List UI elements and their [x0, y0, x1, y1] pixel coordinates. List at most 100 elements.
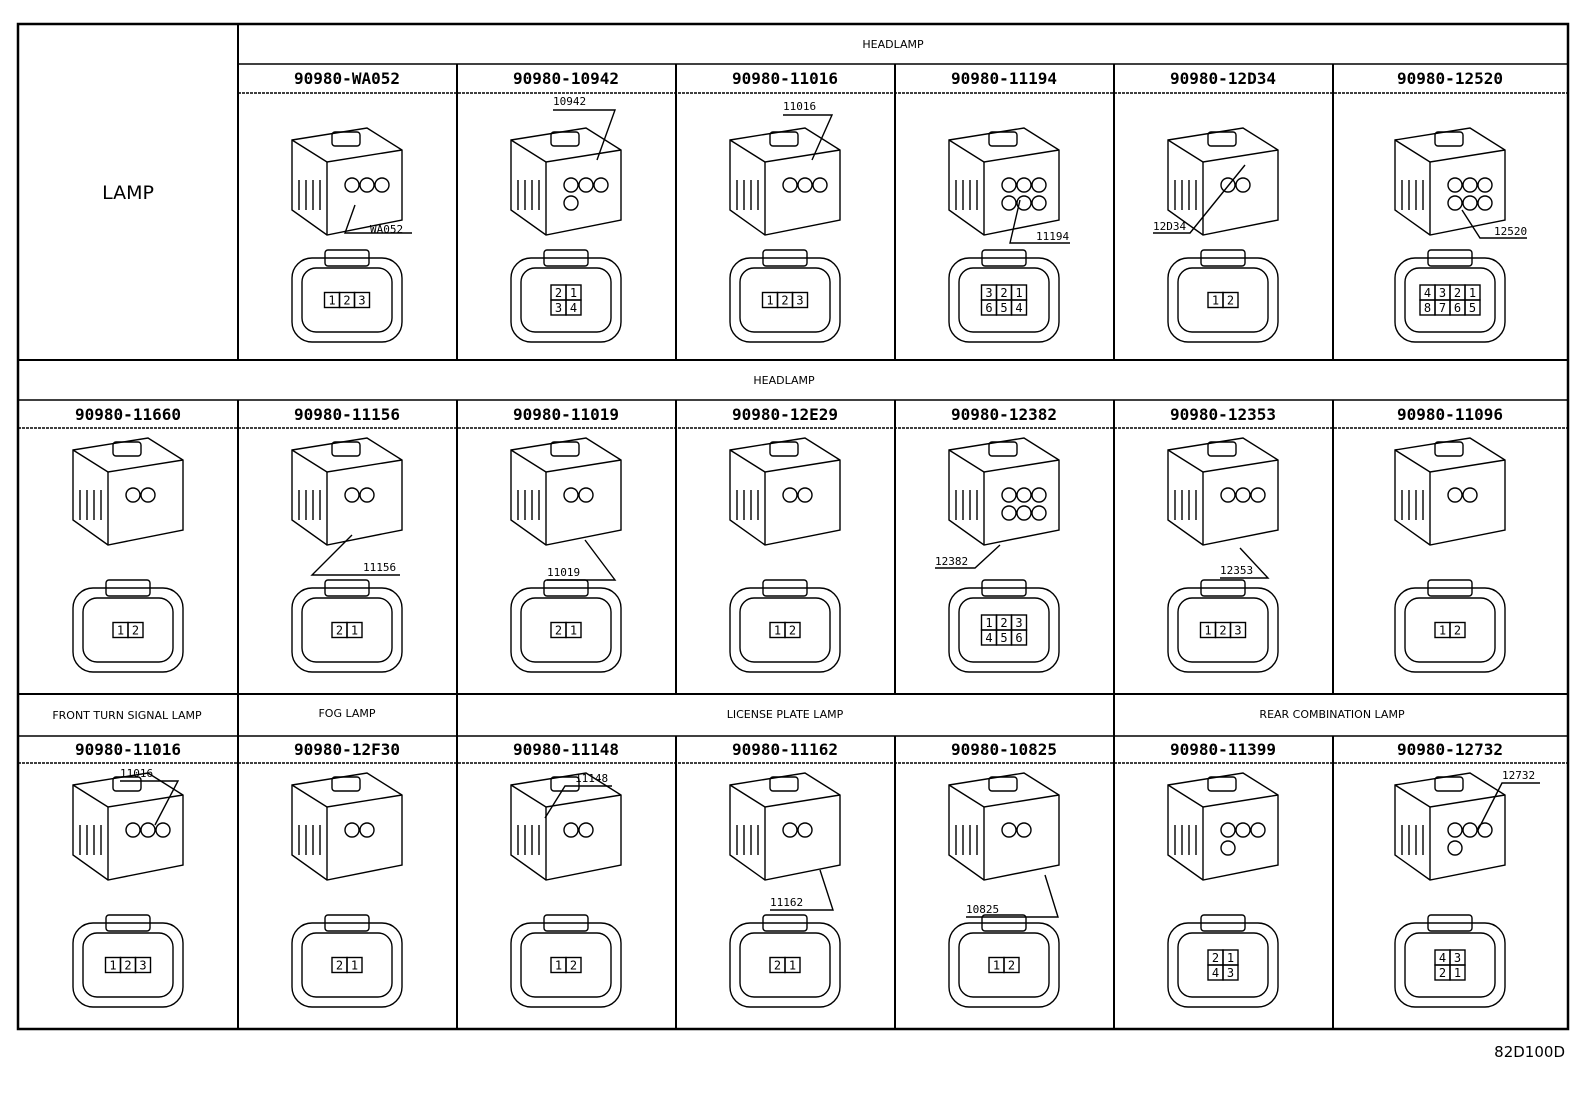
- pin-number: 1: [1227, 951, 1234, 965]
- callout-label: 10825: [966, 903, 999, 916]
- pin-cavity: [1222, 964, 1239, 981]
- pin-number: 2: [1219, 624, 1226, 638]
- part-number: 90980-11156: [294, 405, 400, 424]
- callout-leader: [544, 785, 612, 819]
- connector-iso-view: [729, 437, 841, 546]
- pin-number: 1: [351, 959, 358, 973]
- pin-number: 3: [1015, 616, 1022, 630]
- part-number: 90980-10825: [951, 740, 1057, 759]
- headlamp-header-row2: HEADLAMP: [753, 374, 815, 387]
- pin-number: 1: [766, 294, 773, 308]
- callout-leader: [1153, 164, 1246, 234]
- table-grid: [16, 22, 1570, 1031]
- connector-iso-view: [510, 127, 622, 236]
- pin-number: 4: [985, 631, 992, 645]
- lamp-label: LAMP: [102, 182, 154, 204]
- pin-cavity: [1010, 629, 1028, 646]
- pin-number: 2: [1439, 966, 1446, 980]
- callout-leader: [1477, 782, 1540, 831]
- callout-leader: [770, 869, 834, 911]
- part-number: 90980-12E29: [732, 405, 838, 424]
- callout-label: 11016: [783, 100, 816, 113]
- callout-leader: [553, 109, 616, 161]
- pin-number: 1: [328, 294, 335, 308]
- pin-number: 1: [351, 624, 358, 638]
- pin-number: 3: [555, 301, 562, 315]
- pin-number: 3: [796, 294, 803, 308]
- connector-iso-view: [72, 437, 184, 546]
- connector-iso-view: [1167, 437, 1279, 546]
- pin-number: 6: [985, 301, 992, 315]
- pin-number: 2: [570, 959, 577, 973]
- callout-leader: [783, 114, 834, 161]
- pin-cavity: [565, 956, 582, 974]
- connector-iso-view: [72, 772, 184, 881]
- pin-number: 1: [1469, 286, 1476, 300]
- connector-iso-view: [510, 437, 622, 546]
- callouts: WA052 10942 11016 11194 12D34 12520 1115…: [120, 95, 1535, 916]
- pin-number: 3: [358, 294, 365, 308]
- connector-iso-view: [510, 772, 622, 881]
- pin-number: 2: [1212, 951, 1219, 965]
- part-numbers-row1: 90980-WA052 90980-10942 90980-11016 9098…: [294, 69, 1503, 88]
- callout-label: 11148: [575, 772, 608, 785]
- part-number: 90980-11162: [732, 740, 838, 759]
- callout-leader: [1009, 199, 1070, 244]
- part-numbers-row2: 90980-11660 90980-11156 90980-11019 9098…: [75, 405, 1503, 424]
- pin-number: 1: [555, 959, 562, 973]
- pin-number: 1: [1015, 286, 1022, 300]
- pin-number: 5: [1469, 301, 1476, 315]
- pin-number: 3: [985, 286, 992, 300]
- pin-number: 1: [1212, 294, 1219, 308]
- pin-number: 2: [336, 624, 343, 638]
- connector-iso-view: [291, 772, 403, 881]
- pin-number: 1: [109, 959, 116, 973]
- part-number: 90980-11096: [1397, 405, 1503, 424]
- callout-label: 12520: [1494, 225, 1527, 238]
- pin-number: 2: [555, 624, 562, 638]
- callout-label: 11016: [120, 767, 153, 780]
- pin-cavity: [565, 621, 582, 639]
- pin-number: 4: [1424, 286, 1431, 300]
- callout-leader: [1220, 547, 1270, 579]
- part-number: 90980-12353: [1170, 405, 1276, 424]
- callout-label: 11162: [770, 896, 803, 909]
- part-number: 90980-12F30: [294, 740, 400, 759]
- callout-label: 12732: [1502, 769, 1535, 782]
- part-number: 90980-11016: [732, 69, 838, 88]
- pin-number: 8: [1424, 301, 1431, 315]
- part-number: 90980-10942: [513, 69, 619, 88]
- pin-number: 2: [1000, 616, 1007, 630]
- callout-label: 11019: [547, 566, 580, 579]
- pin-cavity: [346, 621, 363, 639]
- part-number: 90980-11016: [75, 740, 181, 759]
- callout-leader: [547, 539, 617, 581]
- connector-iso-view: [948, 772, 1060, 881]
- pin-number: 4: [1212, 966, 1219, 980]
- pin-cavity: [1222, 291, 1239, 309]
